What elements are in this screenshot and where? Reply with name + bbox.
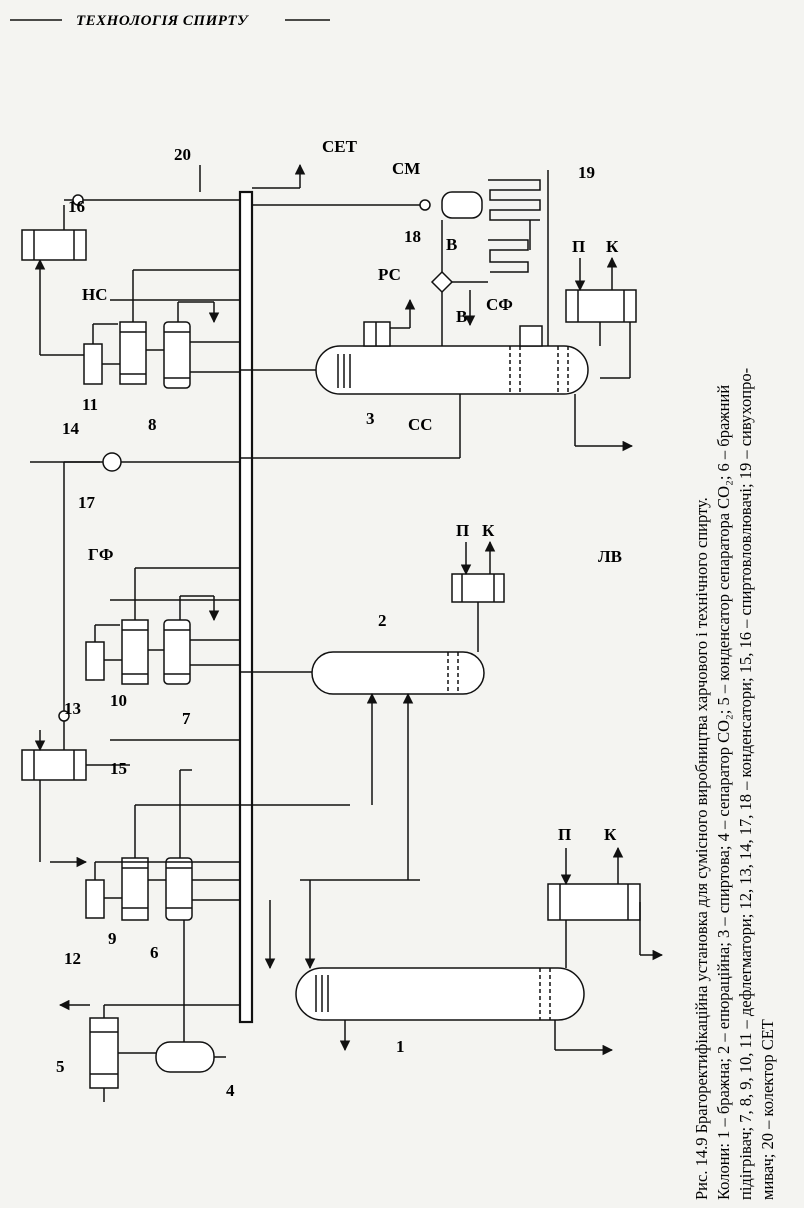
label-rs: РС	[378, 265, 401, 284]
condenser-17	[102, 452, 122, 472]
label-v-2: В	[456, 307, 467, 326]
column-1	[295, 967, 585, 1021]
num-13: 13	[64, 699, 81, 718]
num-7: 7	[182, 709, 191, 728]
heater-3	[565, 289, 637, 323]
label-sf: СФ	[486, 295, 513, 314]
num-14: 14	[62, 419, 80, 438]
condenser-18	[430, 270, 454, 294]
condenser-12	[85, 879, 105, 919]
num-16: 16	[68, 197, 85, 216]
label-gf: ГФ	[88, 545, 113, 564]
diagram-lines	[21, 163, 664, 1102]
separator-4	[155, 1041, 215, 1073]
equipment-numbers: 1 2 3 4 5 6 7 8 9 10 11 12 13 14 15 16 1…	[56, 145, 595, 1100]
heater-6	[165, 857, 193, 921]
caption-line-3: підігрівач; 7, 8, 9, 10, 11 – дефлегмато…	[736, 368, 755, 1200]
num-18: 18	[404, 227, 421, 246]
caption-line-2: Колони: 1 – бражна; 2 – епюраційна; 3 – …	[714, 385, 733, 1200]
column-2	[311, 651, 485, 695]
label-lv: ЛВ	[598, 547, 622, 566]
label-ss: СС	[408, 415, 433, 434]
page-header: ТЕХНОЛОГІЯ СПИРТУ	[10, 13, 330, 29]
num-1: 1	[396, 1037, 405, 1056]
label-sm: СМ	[392, 159, 420, 178]
num-15: 15	[110, 759, 127, 778]
heater-1	[547, 883, 641, 921]
condenser-14	[83, 343, 103, 385]
condenser-5	[89, 1017, 119, 1089]
figure-caption: Рис. 14.9 Брагоректифікаційна установка …	[692, 368, 777, 1200]
heater-2	[451, 573, 505, 603]
label-v-1: В	[446, 235, 457, 254]
spirit-trap-15	[21, 749, 87, 781]
header-title: ТЕХНОЛОГІЯ СПИРТУ	[76, 13, 249, 29]
label-ns: НС	[82, 285, 108, 304]
label-p-3: П	[572, 237, 585, 256]
num-5: 5	[56, 1057, 65, 1076]
dephlegmator-8	[163, 321, 191, 389]
caption-line-4: мивач; 20 – колектор СЕТ	[758, 1019, 777, 1200]
label-k-1: К	[604, 825, 617, 844]
stream-labels: СЕТ СМ РС СС СФ ГФ НС ЛВ П К П К П К В В	[82, 137, 622, 844]
num-3: 3	[366, 409, 375, 428]
fusel-washer-19	[441, 191, 483, 219]
column-3	[315, 345, 589, 395]
label-k-3: К	[606, 237, 619, 256]
num-19: 19	[578, 163, 595, 182]
label-k-2: К	[482, 521, 495, 540]
num-17: 17	[78, 493, 96, 512]
caption-line-1: Рис. 14.9 Брагоректифікаційна установка …	[692, 497, 711, 1200]
num-2: 2	[378, 611, 387, 630]
num-4: 4	[226, 1081, 235, 1100]
label-p-1: П	[558, 825, 571, 844]
num-10: 10	[110, 691, 127, 710]
num-12: 12	[64, 949, 81, 968]
dephlegmator-7	[163, 619, 191, 685]
label-p-2: П	[456, 521, 469, 540]
num-6: 6	[150, 943, 159, 962]
num-11: 11	[82, 395, 98, 414]
sf-draw	[519, 325, 543, 347]
spirit-trap-16	[21, 229, 87, 261]
num-9: 9	[108, 929, 117, 948]
label-set: СЕТ	[322, 137, 358, 156]
condenser-13	[85, 641, 105, 681]
fusel-oil-draw	[363, 321, 391, 347]
collector-20	[238, 190, 254, 1024]
num-20: 20	[174, 145, 191, 164]
num-8: 8	[148, 415, 157, 434]
